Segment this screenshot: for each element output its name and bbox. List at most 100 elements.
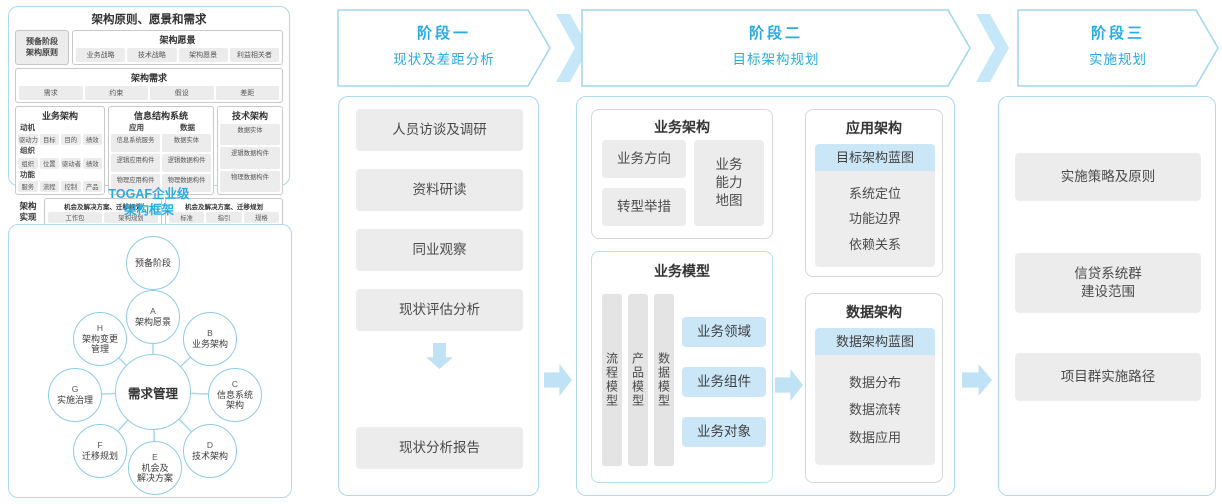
app-subcolumn: 应用 信息系统服务 逻辑应用构件 物理应用构件 (111, 123, 160, 192)
group-item: 位置 (39, 157, 59, 169)
application-arch-title: 应用架构 (846, 120, 902, 136)
phase1-header: 阶段一 现状及差距分析 (359, 22, 529, 68)
application-item: 系统定位 (848, 185, 901, 201)
realization-box-2: 机会及解决方案、迁移规划 标准 指引 规格 (165, 197, 283, 226)
realization-box2-title: 机会及解决方案、迁移规划 (185, 203, 263, 211)
business-arch-title: 业务架构 (41, 111, 78, 121)
requirements-box: 架构需求 需求 约束 假设 差距 (15, 68, 283, 103)
business-model-title: 业务模型 (654, 263, 710, 279)
application-item: 依赖关系 (848, 236, 901, 252)
business-direction-box: 业务方向 (602, 140, 686, 178)
phase2-subtitle: 目标架构规划 (732, 52, 820, 67)
adm-node-a-vision: A 架构愿景 (126, 290, 180, 344)
phase3-item: 实施策略及原则 (1015, 153, 1201, 201)
target-blueprint-box: 目标架构蓝图 (815, 144, 935, 171)
adm-node-f-migration: F 迁移规划 (73, 424, 127, 478)
data-detail-box: 数据分布 数据流转 数据应用 (815, 355, 935, 465)
adm-center-requirements: 需求管理 (115, 354, 191, 430)
phase2-arrow-shape (581, 9, 971, 87)
requirement-item: 假设 (150, 86, 214, 100)
group-label: 组织 (20, 146, 35, 156)
data-item: 数据实体 (162, 134, 211, 153)
group-item: 目标 (39, 134, 59, 146)
tech-item: 逻辑数据构件 (220, 147, 280, 169)
adm-node-h-change: H 架构变更 管理 (73, 312, 127, 366)
right-arrow-icon (544, 364, 572, 396)
phase1-step: 资料研读 (356, 169, 523, 211)
group-item: 绩效 (82, 157, 102, 169)
phase1-panel: 人员访谈及调研 资料研读 同业观察 现状评估分析 现状分析报告 (338, 96, 539, 496)
group-item: 产品 (82, 180, 102, 192)
realization-item: 工作包 (48, 211, 102, 223)
vision-item: 技术战略 (127, 48, 177, 62)
phase1-step: 现状评估分析 (356, 289, 523, 331)
principles-row-vision: 预备阶段 架构原则 架构愿景 业务战略 技术战略 架构愿景 利益相关者 (15, 30, 283, 65)
togaf-caption: TOGAF企业级 架构框架 (8, 186, 290, 219)
requirement-item: 需求 (19, 86, 83, 100)
data-item: 逻辑数据构件 (162, 154, 211, 172)
data-item: 数据分布 (848, 374, 901, 390)
app-item: 逻辑应用构件 (111, 154, 160, 172)
group-item: 目的 (61, 134, 81, 146)
transformation-box: 转型举措 (602, 188, 686, 226)
group-label: 动机 (20, 123, 35, 132)
phase2-title: 阶段二 (748, 25, 803, 42)
business-arch-title: 业务架构 (654, 119, 710, 135)
data-blueprint-box: 数据架构蓝图 (815, 328, 935, 355)
phase1-title: 阶段一 (416, 25, 471, 42)
adm-node-b-business: B 业务架构 (183, 312, 237, 366)
tech-item: 物理数据构件 (220, 170, 280, 192)
vision-box: 架构愿景 业务战略 技术战略 架构愿景 利益相关者 (72, 30, 283, 65)
adm-node-c-information: C 信息系统 架构 (208, 368, 262, 422)
togaf-caption-line1: TOGAF企业级 (108, 187, 190, 201)
phase3-item: 项目群实施路径 (1015, 353, 1201, 401)
group-item: 流程 (39, 180, 59, 192)
business-object-box: 业务对象 (682, 417, 766, 447)
phase-header-arrows (337, 9, 1219, 87)
phase1-subtitle: 现状及差距分析 (393, 52, 495, 67)
business-domain-box: 业务领域 (682, 317, 766, 347)
tech-arch-title: 技术架构 (231, 111, 268, 121)
adm-panel: 预备阶段 A 架构愿景 B 业务架构 C 信息系统 架构 D 技术架构 E 机会… (8, 224, 292, 498)
phase2-header: 阶段二 目标架构规划 (691, 22, 861, 68)
group-item: 控制 (61, 180, 81, 192)
requirement-item: 约束 (84, 86, 148, 100)
application-item: 功能边界 (848, 211, 901, 227)
realization-box-1: 机会及解决方案、迁移规划 工作包 架构规划 (44, 197, 162, 226)
business-model-subpanel: 业务模型 流程模型 产品模型 数据模型 业务领域 业务组件 业务对象 (591, 251, 773, 483)
phase3-item: 信贷系统群 建设范围 (1015, 253, 1201, 313)
group-item: 组织 (18, 157, 38, 169)
adm-node-preliminary: 预备阶段 (126, 236, 180, 290)
phase3-header: 阶段三 实施规划 (1033, 22, 1203, 68)
phase3-arrow-shape (1017, 9, 1219, 87)
phase1-step: 人员访谈及调研 (356, 109, 523, 151)
requirement-item: 差距 (215, 86, 279, 100)
phase1-arrow-shape (337, 9, 551, 87)
realization-row: 架构 实现 机会及解决方案、迁移规划 工作包 架构规划 机会及解决方案、迁移规划… (15, 197, 283, 226)
business-component-box: 业务组件 (682, 367, 766, 397)
process-model-bar: 流程模型 (602, 294, 622, 466)
group-item: 服务 (18, 180, 38, 192)
data-item: 数据应用 (848, 429, 901, 445)
adm-node-e-opportunities: E 机会及 解决方案 (128, 441, 182, 495)
adm-node-g-governance: G 实施治理 (48, 368, 102, 422)
realization-item: 规格 (243, 211, 279, 223)
requirements-title: 架构需求 (130, 73, 167, 83)
data-item: 物理数据构件 (162, 173, 211, 192)
vision-title: 架构愿景 (159, 35, 196, 45)
app-item: 信息系统服务 (111, 134, 160, 153)
phase3-title: 阶段三 (1090, 25, 1145, 42)
capability-map-box: 业务 能力 地图 (694, 140, 764, 226)
application-arch-subpanel: 应用架构 目标架构蓝图 系统定位 功能边界 依赖关系 (805, 109, 943, 277)
group-item: 绩效 (82, 134, 102, 146)
phase3-panel: 实施策略及原则 信贷系统群 建设范围 项目群实施路径 (998, 96, 1216, 496)
group-item: 驱动者 (61, 157, 81, 169)
application-detail-box: 系统定位 功能边界 依赖关系 (815, 171, 935, 267)
principles-panel: 架构原则、愿景和需求 预备阶段 架构原则 架构愿景 业务战略 技术战略 架构愿景… (8, 6, 290, 226)
principles-title: 架构原则、愿景和需求 (91, 14, 207, 26)
chevron-separator-2 (976, 14, 1009, 82)
down-arrow-icon (426, 343, 453, 369)
app-item: 物理应用构件 (111, 173, 160, 192)
app-label: 应用 (129, 123, 144, 132)
